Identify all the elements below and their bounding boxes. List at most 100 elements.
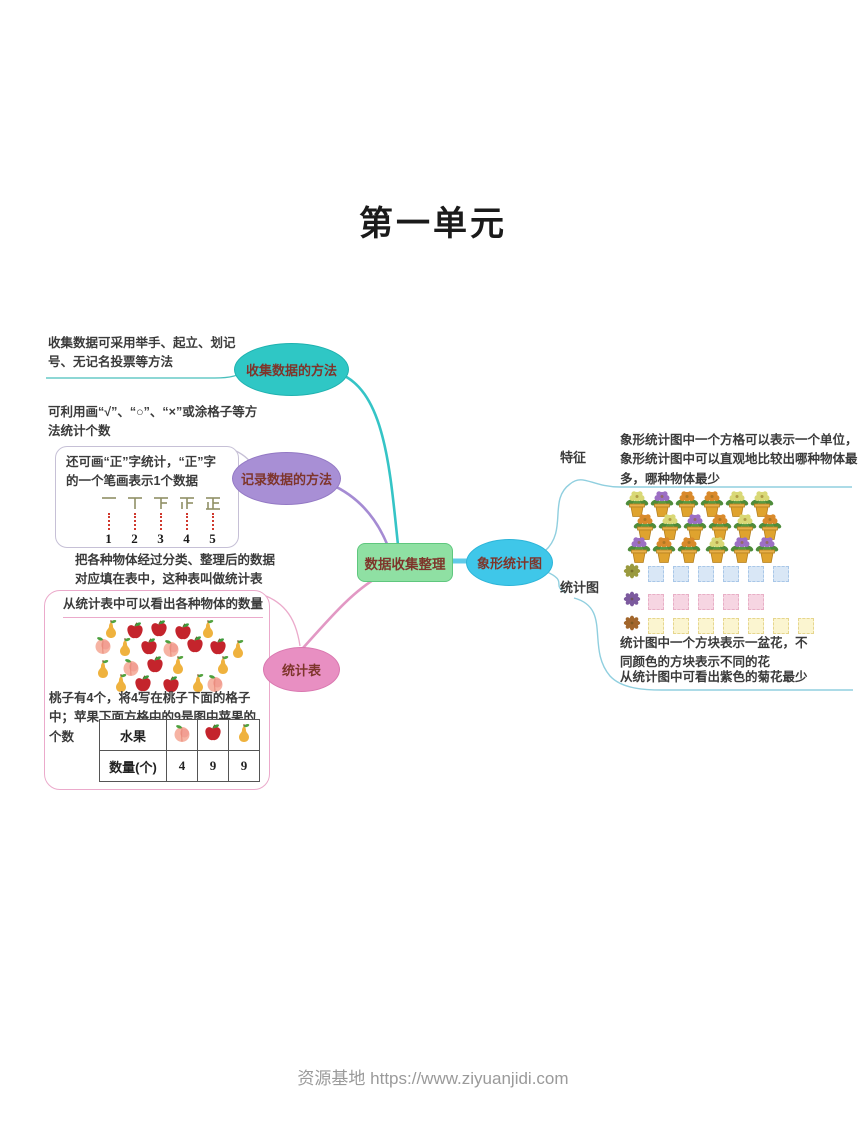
fruit-cluster — [93, 619, 253, 693]
connector-record-branch — [329, 482, 389, 545]
count-row-label: 数量(个) — [99, 750, 167, 782]
flower-pot-icon — [651, 536, 677, 564]
pictograph-square — [773, 565, 789, 582]
pictograph-square — [798, 617, 814, 634]
tally-dotted-line — [185, 513, 188, 530]
connector-collect-branch — [337, 371, 400, 546]
fruit-count: 4 — [166, 750, 198, 782]
tally-number: 4 — [183, 531, 190, 546]
apple-icon — [145, 655, 165, 675]
collect-note: 收集数据可采用举手、起立、划记号、无记名投票等方法 — [48, 336, 236, 370]
pictograph-square — [648, 593, 664, 610]
pear-icon — [111, 673, 131, 693]
tally-glyph-icon — [127, 497, 142, 509]
pictograph-square — [698, 593, 714, 610]
tally-dotted-line — [159, 513, 162, 530]
footer-text[interactable]: 资源基地 https://www.ziyuanjidi.com — [297, 1069, 569, 1088]
pear-icon — [188, 673, 208, 693]
center-node[interactable]: 数据收集整理 — [357, 543, 453, 582]
tally-marks: 1 2 3 4 5 — [100, 495, 221, 547]
flower-pot-icon — [729, 536, 755, 564]
flower-pot-icon — [699, 490, 725, 518]
tally-number: 3 — [157, 531, 164, 546]
pictograph-square — [748, 617, 764, 634]
pear-icon — [198, 619, 218, 639]
pictograph-square — [723, 565, 739, 582]
tally-dotted-line — [211, 513, 214, 530]
apple-icon — [139, 637, 159, 657]
pear-icon — [101, 619, 121, 639]
pear-icon — [228, 719, 260, 751]
record-note1: 可利用画“√”、“○”、“×”或涂格子等方法统计个数 — [48, 405, 258, 439]
pictograph-square — [723, 617, 739, 634]
flower-pot-icon — [732, 513, 758, 541]
footer-watermark[interactable]: 资源基地 https://www.ziyuanjidi.com — [0, 1064, 866, 1089]
tally-column: 3 — [152, 495, 169, 547]
pear-icon — [213, 655, 233, 675]
pictograph-square — [673, 593, 689, 610]
peach-icon — [161, 638, 181, 658]
tally-glyph-icon — [153, 497, 168, 509]
table-note1: 把各种物体经过分类、整理后的数据对应填在表中，这种表叫做统计表 — [75, 553, 276, 587]
table-row: 水果 — [99, 719, 260, 751]
fruit-count: 9 — [197, 750, 229, 782]
flower-pot-icon — [649, 490, 675, 518]
pear-icon — [93, 659, 113, 679]
pictograph-row — [622, 614, 823, 637]
table-subbox: 从统计表中可以看出各种物体的数量 桃子有4个，将4写在桃子下面的格子中；苹果下面… — [44, 590, 270, 790]
chart-note1: 统计图中一个方块表示一盆花，不同颜色的方块表示不同的花 — [620, 636, 808, 670]
tally-glyph-icon — [205, 497, 220, 510]
pictograph-square — [698, 617, 714, 634]
flower-pot-icon — [757, 513, 783, 541]
fruit-count: 9 — [228, 750, 260, 782]
record-note2: 还可画“正”字统计，“正”字的一个笔画表示1个数据 — [66, 455, 217, 489]
peach-icon — [93, 635, 113, 655]
pictograph-square — [698, 565, 714, 582]
pear-icon — [115, 637, 135, 657]
peach-icon — [166, 719, 198, 751]
flower-pot-icon — [707, 513, 733, 541]
node-record-method[interactable]: 记录数据的方法 — [232, 452, 341, 505]
pictograph-row — [622, 590, 773, 613]
tally-column: 5 — [204, 495, 221, 547]
feature-note: 象形统计图中一个方格可以表示一个单位，象形统计图中可以直观地比较出哪种物体最多，… — [620, 433, 858, 486]
pear-icon — [228, 639, 248, 659]
pictograph-square — [648, 565, 664, 582]
tally-dotted-line — [133, 513, 136, 530]
purple-flower-icon — [622, 590, 642, 613]
flower-pot-icon — [657, 513, 683, 541]
tally-number: 5 — [209, 531, 216, 546]
flower-pot-icon — [749, 490, 775, 518]
apple-icon — [197, 719, 229, 751]
flower-pot-icon — [626, 536, 652, 564]
tally-column: 4 — [178, 495, 195, 547]
node-collect-method[interactable]: 收集数据的方法 — [234, 343, 349, 396]
apple-icon — [208, 637, 228, 657]
pictograph-square — [773, 617, 789, 634]
node-pictogram[interactable]: 象形统计图 — [466, 539, 553, 586]
chart-label: 统计图 — [560, 580, 600, 595]
flower-pot-icon — [632, 513, 658, 541]
tally-number: 1 — [105, 531, 112, 546]
pictograph-square — [673, 565, 689, 582]
tally-column: 1 — [100, 495, 117, 547]
feature-label: 特征 — [560, 450, 587, 465]
flower-pot-icon — [624, 490, 650, 518]
tally-glyph-icon — [101, 497, 116, 499]
pictograph-square — [748, 565, 764, 582]
apple-icon — [173, 622, 193, 642]
apple-icon — [161, 675, 181, 695]
flower-pot-icon — [704, 536, 730, 564]
flower-pot-icon — [676, 536, 702, 564]
connector-table-box — [265, 595, 301, 647]
tally-glyph-icon — [179, 497, 194, 509]
node-stat-table[interactable]: 统计表 — [263, 647, 340, 692]
pear-icon — [168, 655, 188, 675]
orange-flower-icon — [622, 614, 642, 637]
pictograph-square — [648, 617, 664, 634]
flower-pot-icon — [674, 490, 700, 518]
apple-icon — [125, 621, 145, 641]
tally-number: 2 — [131, 531, 138, 546]
